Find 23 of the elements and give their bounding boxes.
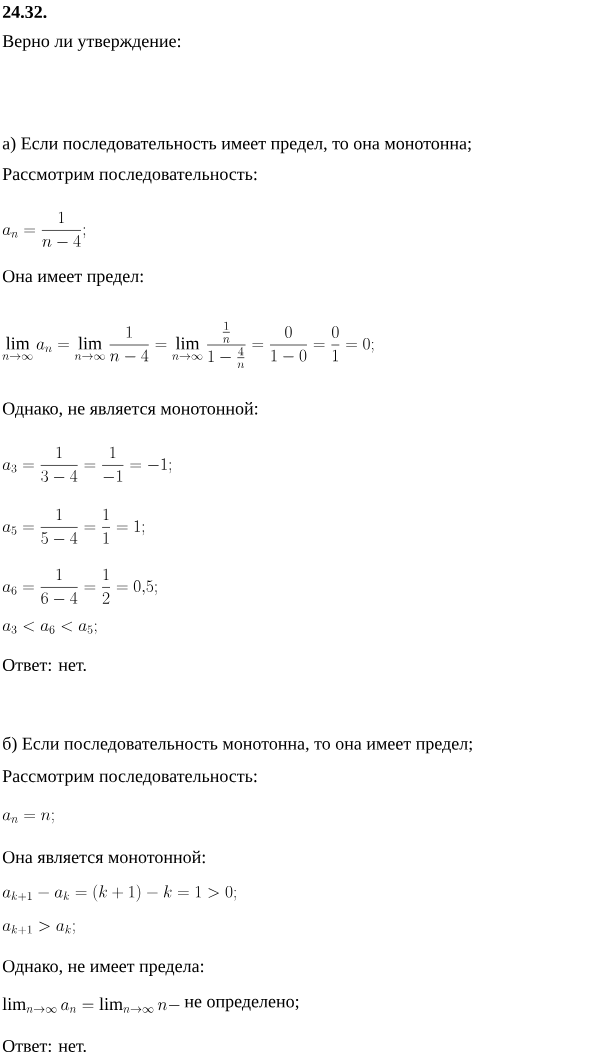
statement-text: б) Если последовательность монотонна, то она имеет предел; [3, 736, 472, 754]
body-text: Однако, не имеет предела: [2, 960, 204, 976]
answer-text: Ответ: нет. [2, 1039, 86, 1053]
formula: $a_3=\frac{1}{3-4}=\frac{1}{-1}=-1;$ [2, 446, 171, 482]
heading: 24.32. [2, 5, 47, 19]
formula: $a_6=\frac{1}{6-4}=\frac{1}{2}=0{,}5;$ [2, 568, 157, 604]
formula: $\lim_{n\to\infty} a_n=\lim_{n\to\infty} n -$ [2, 997, 180, 1013]
statement-text: а) Если последовательность имеет предел, то она монотонна; [2, 136, 471, 154]
body-text: не определено; [184, 998, 299, 1012]
formula: $a_3<a_6<a_5;$ [2, 621, 97, 635]
body-text: Она имеет предел: [2, 270, 143, 286]
formula: $a_n=n;$ [2, 812, 54, 824]
body-text: Рассмотрим последовательность: [2, 770, 257, 786]
formula: $a_n=\frac{1}{n-4};$ [2, 211, 86, 247]
body-text: Рассмотрим последовательность: [2, 168, 257, 184]
question-text: Верно ли утверждение: [2, 35, 181, 51]
formula: $\lim_{n\to\infty} a_n=\lim_{n\to\infty}\frac{1}{n-4}=\lim_{n\to\infty}\frac{\frac{1}{n}}{1-\frac{4}{n}}=\frac{0}{1-0}=\frac{0}{1}=0;$ [2, 321, 374, 369]
formula: $a_{k+1}>a_k;$ [2, 921, 75, 935]
body-text: Однако, не является монотонной: [2, 402, 258, 418]
answer-text: Ответ: нет. [2, 658, 86, 672]
formula: $a_5=\frac{1}{5-4}=\frac{1}{1}=1;$ [2, 508, 145, 544]
formula: $a_{k+1}-a_k=(k+1)-k=1>0;$ [2, 884, 236, 902]
body-text: Она является монотонной: [2, 850, 205, 864]
